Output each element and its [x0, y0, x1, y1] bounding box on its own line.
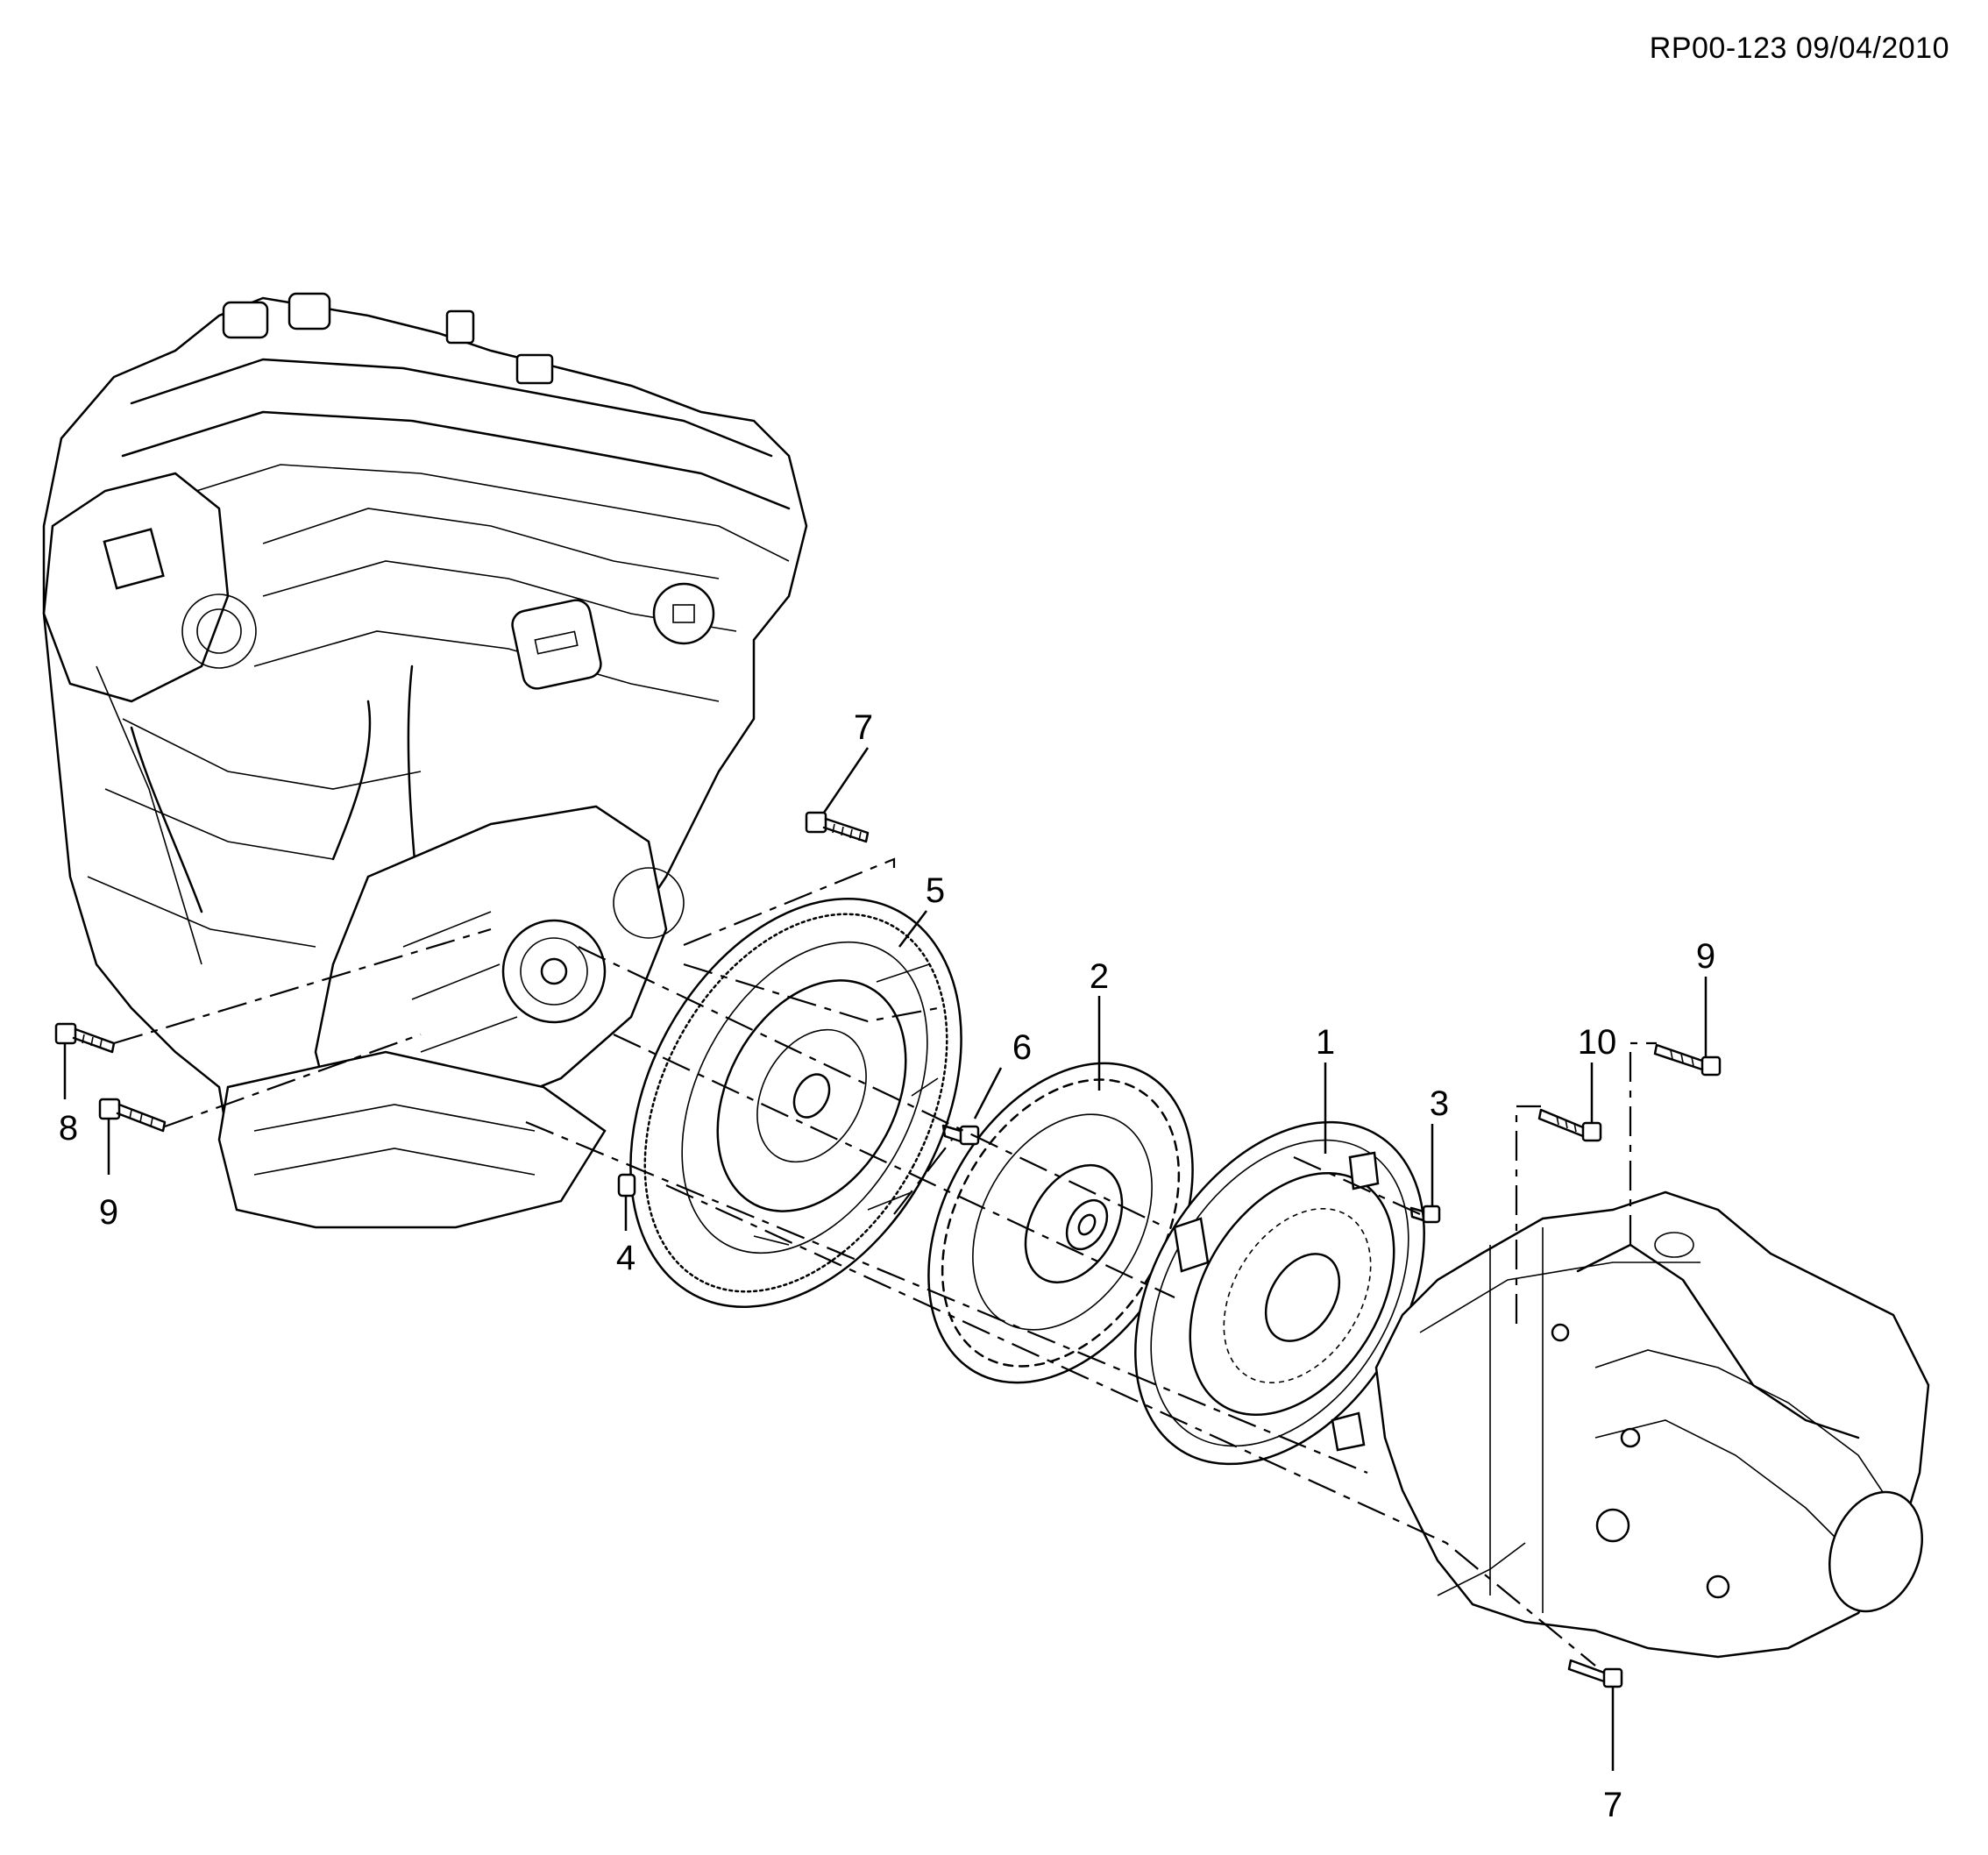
- engine-assembly: [42, 292, 808, 1229]
- callout-9-left: 9: [99, 1193, 118, 1232]
- bolt-7-bottom: [1567, 1659, 1623, 1688]
- callout-4: 4: [616, 1239, 635, 1277]
- bolt-9-right: [1653, 1043, 1722, 1077]
- callout-7-top: 7: [854, 708, 873, 747]
- transmission: [1374, 1190, 1930, 1659]
- callout-6: 6: [1012, 1028, 1032, 1067]
- callout-9-right: 9: [1696, 937, 1715, 976]
- dowel-4: [617, 1173, 636, 1198]
- callout-2: 2: [1090, 957, 1109, 996]
- document-reference: RP00-123 09/04/2010: [1649, 32, 1949, 65]
- callout-labels: 7 5 2 6 1 3 10 9 8 9 4 7: [59, 708, 1715, 1824]
- callout-1: 1: [1316, 1023, 1335, 1062]
- callout-7-bottom: 7: [1603, 1786, 1622, 1824]
- flywheel: [629, 898, 962, 1308]
- callout-8: 8: [59, 1109, 78, 1148]
- bolt-9-left: [98, 1098, 167, 1133]
- alignment-lines: [113, 857, 1657, 1667]
- callout-3: 3: [1430, 1084, 1449, 1123]
- bolt-6: [941, 1124, 980, 1146]
- pressure-plate: [1134, 1120, 1425, 1466]
- callout-10: 10: [1578, 1023, 1617, 1062]
- callout-5: 5: [926, 871, 945, 910]
- bolt-7-top: [805, 811, 870, 843]
- leader-lines: [63, 747, 1708, 1771]
